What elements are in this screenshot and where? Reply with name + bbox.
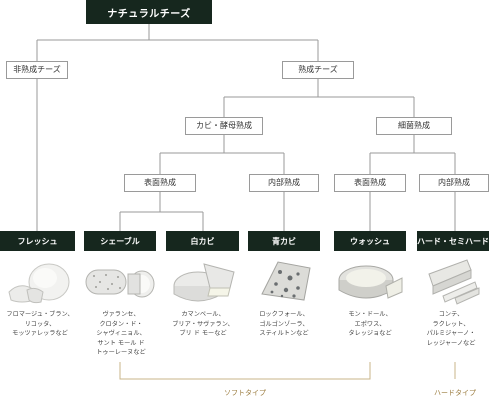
examples-hard-semihard: コンテ、 ラクレット、 パルミジャーノ・ レッジャーノなど	[426, 311, 476, 347]
washed-rind-cheese-image	[338, 265, 403, 299]
node-mold-surface: 表面熟成	[124, 174, 196, 192]
examples-washed: モン・ドール、 エポワス、 タレッジョなど	[348, 311, 392, 337]
examples-chevre: ヴァランセ、 クロタン・ド・ シャヴィニョル、 サント モール ド トゥーレーヌ…	[96, 311, 146, 356]
blue-mold-cheese-image	[261, 261, 311, 301]
category-hard-semihard: ハード・セミハード	[417, 231, 489, 251]
category-white-mold: 白カビ	[166, 231, 239, 251]
node-bacteria-internal: 内部熟成	[419, 174, 489, 192]
examples-white-mold: カマンベール、 ブリア・サヴァラン、 ブリ ド モーなど	[172, 311, 234, 337]
category-chevre: シェーブル	[84, 231, 156, 251]
category-fresh: フレッシュ	[0, 231, 75, 251]
soft-type-label: ソフトタイプ	[224, 389, 266, 397]
category-blue-mold: 青カビ	[248, 231, 320, 251]
white-mold-cheese-image	[173, 263, 235, 302]
node-ripened: 熟成チーズ	[282, 61, 354, 79]
node-mold-yeast-ripening: カビ・酵母熟成	[185, 117, 263, 135]
examples-fresh: フロマージュ・ブラン、 リコッタ、 モッツァレッラなど	[6, 311, 74, 337]
chevre-cheese-image	[85, 269, 155, 298]
node-unripened: 非熟成チーズ	[6, 61, 68, 79]
examples-blue-mold: ロックフォール、 ゴルゴンゾーラ、 スティルトンなど	[259, 311, 309, 337]
root-natural-cheese: ナチュラルチーズ	[86, 0, 212, 24]
hard-type-label: ハードタイプ	[434, 389, 476, 397]
category-washed: ウォッシュ	[334, 231, 406, 251]
node-bacteria-ripening: 細菌熟成	[376, 117, 452, 135]
node-bacteria-surface: 表面熟成	[334, 174, 406, 192]
node-mold-internal: 内部熟成	[249, 174, 319, 192]
hard-cheese-image	[428, 259, 480, 305]
fresh-cheese-image	[8, 263, 70, 304]
